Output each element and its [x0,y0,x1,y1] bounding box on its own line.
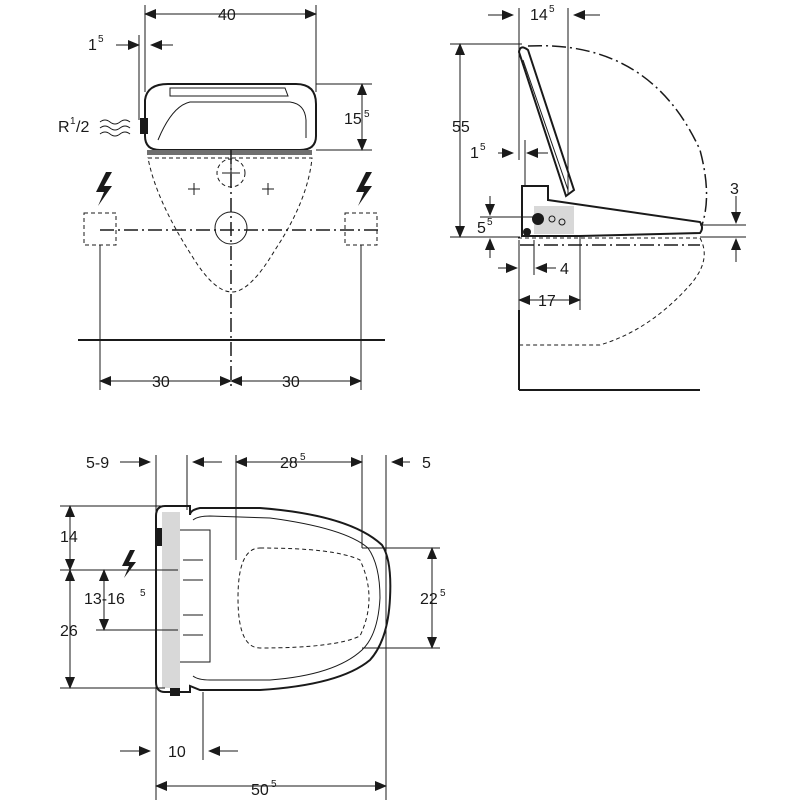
dimension-left-range: 5-9 [86,455,109,472]
rear-unit [162,512,180,688]
dimension-gap-right: 3 [730,181,739,198]
rear-fitting [156,528,162,546]
seat-unit-front [144,83,317,151]
seat-unit-contour [157,101,307,141]
water-symbol-icon [99,119,131,137]
dimension-right-gap: 5 [422,455,431,472]
seat-unit-top-panel [169,87,289,97]
dimension-side-range: 13-16 [84,591,125,608]
dimension-top-width-sup: 5 [549,4,555,15]
water-connector [140,118,148,134]
power-right-icon [356,172,372,206]
lid-inner [522,59,569,191]
lid-swing-arc [527,44,708,226]
power-top-icon [122,550,136,578]
dimension-spacing-right: 30 [282,374,300,391]
connection-label-sub: /2 [76,119,89,136]
dimension-base-height-sup: 5 [487,217,493,228]
dimension-depth-small: 4 [560,261,569,278]
control-block-details [183,559,203,636]
dimension-total-height: 55 [452,119,470,136]
seat-inner-rim [192,515,381,681]
dimension-seat-height: 22 [420,591,438,608]
front-view: 40 1 5 15 5 R 1 /2 [58,5,385,391]
side-button [558,218,566,226]
dimension-top-width: 14 [530,7,548,24]
dimension-total-length: 50 [251,782,269,799]
side-knob [532,213,544,225]
dimension-width: 40 [218,7,236,24]
bottom-fitting [170,688,180,696]
power-box-right [344,212,378,246]
seat-top-outline [155,505,392,693]
dimension-offset-left-sup: 5 [98,34,104,45]
dimension-depth-large: 17 [538,293,556,310]
seat-side [521,185,703,237]
side-view: 14 5 55 1 5 5 5 3 [450,4,746,391]
fixing-crosses [188,164,274,195]
dimension-lower-height: 26 [60,623,78,640]
seat-unit-base [147,150,312,155]
dimension-total-length-sup: 5 [271,779,277,790]
dimension-depth-bottom: 10 [168,744,186,761]
control-block [177,529,211,663]
dimension-offset-left: 1 [88,37,97,54]
dimension-seat-height-sup: 5 [440,588,446,599]
top-view: 5-9 28 5 5 14 26 13-16 5 22 5 [60,452,446,800]
dimension-unit-width: 28 [280,455,298,472]
rear-connector [523,228,531,236]
bowl-opening [237,547,370,649]
dimension-upper-height: 14 [60,529,78,546]
wc-pan-outline [147,157,313,293]
lid-side [517,46,576,198]
connection-label: R [58,119,70,136]
power-left-icon [96,172,112,206]
pan-side-outline [518,237,705,346]
connection-label-sup: 1 [70,116,76,127]
dimension-base-height: 5 [477,220,486,237]
dimension-unit-width-sup: 5 [300,452,306,463]
side-button [548,215,556,223]
dimension-height-sup: 5 [364,109,370,120]
power-box-left [83,212,117,246]
dimension-height: 15 [344,111,362,128]
dimension-spacing-left: 30 [152,374,170,391]
dimension-side-offset: 1 [470,145,479,162]
dimension-side-offset-sup: 5 [480,142,486,153]
dimension-side-range-sup: 5 [140,588,146,599]
